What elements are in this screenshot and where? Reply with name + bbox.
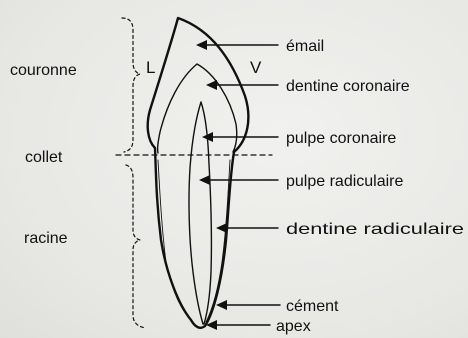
label-pulpe-coronaire: pulpe coronaire bbox=[286, 130, 396, 147]
root-bracket bbox=[126, 165, 146, 328]
cementum-line bbox=[158, 160, 230, 322]
label-email: émail bbox=[286, 38, 324, 55]
arrow-pulpe-coronaire bbox=[202, 132, 278, 142]
arrow-cement bbox=[216, 300, 280, 310]
label-pulpe-radiculaire: pulpe radiculaire bbox=[286, 173, 404, 190]
label-dentine-coronaire: dentine coronaire bbox=[286, 78, 410, 95]
arrow-dentine-radiculaire bbox=[216, 223, 278, 233]
label-dentine-radiculaire: dentine radiculaire bbox=[286, 221, 464, 238]
label-racine: racine bbox=[24, 230, 68, 247]
arrow-apex bbox=[206, 320, 270, 330]
label-vestibular: V bbox=[250, 58, 262, 77]
arrow-email bbox=[196, 40, 278, 50]
enamel-inner-line bbox=[158, 64, 237, 153]
arrow-pulpe-radiculaire bbox=[199, 175, 278, 185]
label-collet: collet bbox=[25, 149, 63, 166]
label-lingual: L bbox=[146, 58, 155, 77]
crown-bracket bbox=[122, 18, 140, 152]
label-couronne: couronne bbox=[10, 62, 77, 79]
label-cement: cément bbox=[286, 298, 339, 315]
label-apex: apex bbox=[276, 318, 311, 335]
